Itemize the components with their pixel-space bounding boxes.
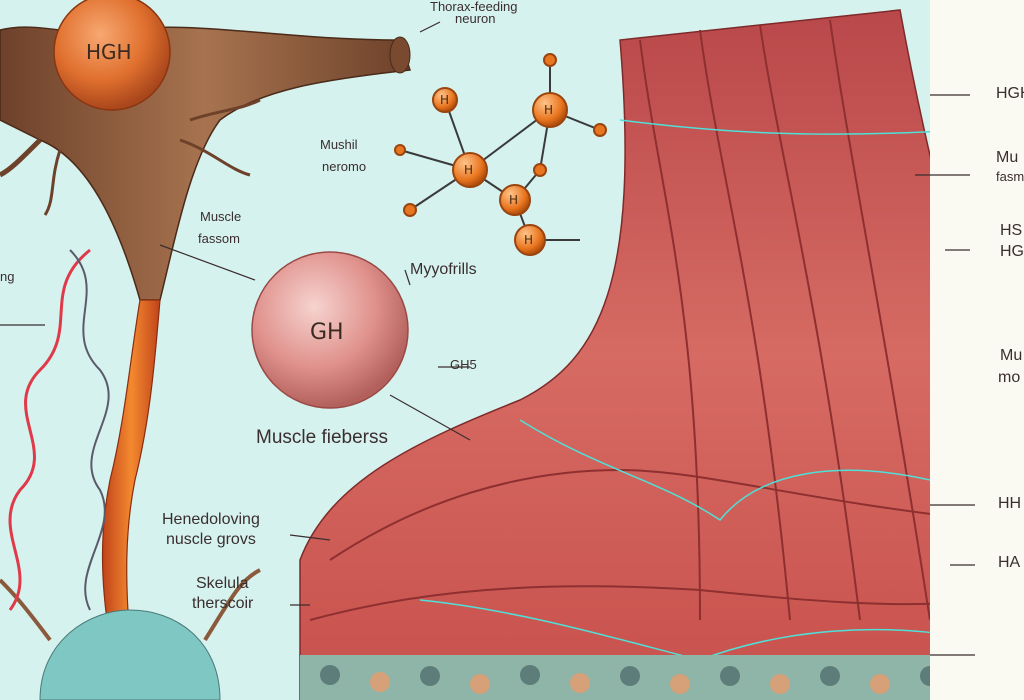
label-muscle-fibers: Muscle fieberss <box>256 427 388 448</box>
label-gh5: GH5 <box>450 357 477 372</box>
right-label: HGH <box>996 85 1024 102</box>
right-label: Mu <box>1000 347 1023 364</box>
right-label: fasm <box>996 169 1024 184</box>
label-neromo: neromo <box>322 159 367 174</box>
atom-label: H <box>464 163 474 177</box>
label-left-edge: ng <box>0 269 15 284</box>
label-skelula: Skelula <box>196 575 249 592</box>
right-label: HS <box>1000 222 1023 239</box>
label-neuron: neuron <box>455 11 496 26</box>
right-label: HA <box>998 554 1021 571</box>
label-thorax-feeding: Thorax-feeding <box>430 0 518 14</box>
hgh-sphere-label: HGH <box>86 40 132 64</box>
label-therscoir: therscoir <box>192 595 254 612</box>
right-label: Mu <box>996 149 1019 166</box>
label-myofibrils: Myyofrills <box>410 261 477 278</box>
right-label: HG <box>1000 243 1024 260</box>
leader-lines <box>0 21 975 656</box>
molecule <box>394 53 607 256</box>
label-mushil: Mushil <box>320 137 358 152</box>
label-nuscle-grovs: nuscle grovs <box>166 531 256 548</box>
label-fassom: fassom <box>198 231 240 246</box>
atom-label: H <box>509 193 519 207</box>
atom-label: H <box>524 233 534 247</box>
right-label: mo <box>998 369 1021 386</box>
base-cells <box>300 655 990 700</box>
gh-sphere <box>251 251 409 409</box>
atom-label: H <box>440 93 450 107</box>
label-hendeloving: Henedoloving <box>162 511 260 528</box>
gh-sphere-label: GH <box>310 320 344 345</box>
dna-strand <box>8 248 110 611</box>
muscle-bundle <box>299 9 986 700</box>
label-muscle: Muscle <box>200 209 242 224</box>
hgh-sphere <box>53 0 171 111</box>
atom-label: H <box>544 103 554 117</box>
right-label-panel <box>930 0 1024 700</box>
right-label: HH <box>998 495 1022 512</box>
